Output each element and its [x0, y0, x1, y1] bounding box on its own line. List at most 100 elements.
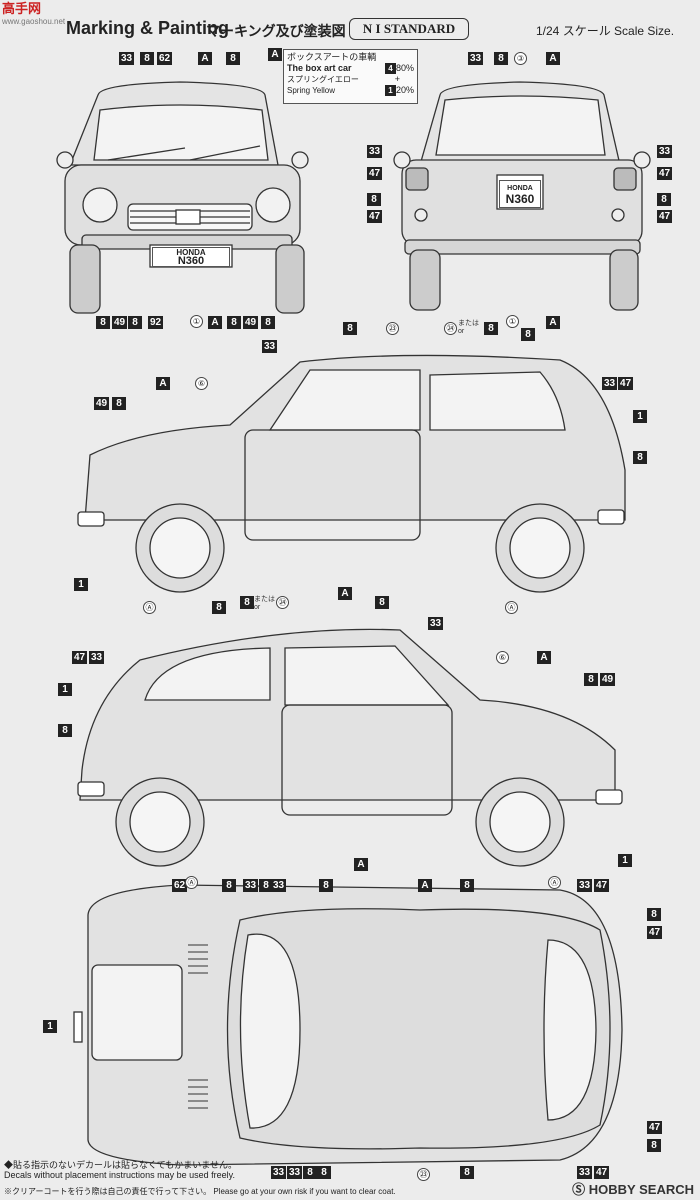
decal-tag-33: 33: [657, 145, 673, 158]
decal-tag-8: 8: [128, 316, 142, 329]
front-view: [56, 81, 309, 314]
decal-tag-8: 8: [240, 596, 254, 609]
decal-tag-8: 8: [303, 1166, 317, 1179]
site-logo: 高手网 www.gaoshou.net: [2, 2, 65, 28]
decal-tag-A: A: [268, 48, 282, 61]
decal-tag-8: 8: [317, 1166, 331, 1179]
decal-tag-33: 33: [428, 617, 444, 630]
decal-tag-33: 33: [243, 879, 259, 892]
decal-tag-8: 8: [657, 193, 671, 206]
footer-note-3: ※クリアーコートを行う際は自己の責任で行って下さい。 Please go at …: [4, 1187, 396, 1196]
marker-23-top: ㉓: [386, 322, 399, 335]
color-code-4: 4: [384, 63, 396, 74]
decal-tag-33: 33: [577, 879, 593, 892]
decal-tag-8: 8: [647, 1139, 661, 1152]
front-plate-model: N360: [177, 255, 205, 267]
color-code-1: 1: [384, 85, 396, 96]
decal-tag-A: A: [537, 651, 551, 664]
decal-tag-33: 33: [89, 651, 105, 664]
decal-tag-8: 8: [261, 316, 275, 329]
decal-tag-A: A: [338, 587, 352, 600]
marker-A-2: Ⓐ: [505, 601, 518, 614]
decal-tag-33: 33: [271, 879, 287, 892]
decal-tag-49: 49: [600, 673, 616, 686]
decal-tag-8: 8: [259, 879, 273, 892]
decal-tag-A: A: [156, 377, 170, 390]
top-view: [73, 884, 623, 1166]
decal-tag-47: 47: [72, 651, 88, 664]
box-art-title-en: The box art car: [287, 63, 352, 73]
decal-tag-8: 8: [484, 322, 498, 335]
decal-tag-8: 8: [112, 397, 126, 410]
marker-24-b: ㉔: [276, 596, 289, 609]
marker-6-left: ⑥: [195, 377, 208, 390]
marker-A-3: Ⓐ: [185, 876, 198, 889]
marker-1-rear: ①: [506, 315, 519, 328]
standard-badge: N I STANDARD: [349, 18, 469, 40]
decal-tag-1: 1: [633, 410, 647, 423]
decal-tag-8: 8: [633, 451, 647, 464]
side-view-right: [77, 628, 623, 867]
decal-tag-33: 33: [468, 52, 484, 65]
logo-text: 高手网: [2, 1, 42, 16]
decal-tag-A: A: [418, 879, 432, 892]
decal-tag-49: 49: [243, 316, 259, 329]
decal-tag-A: A: [546, 52, 560, 65]
marker-6-right: ⑥: [496, 651, 509, 664]
decal-tag-1: 1: [74, 578, 88, 591]
decal-tag-1: 1: [43, 1020, 57, 1033]
decal-tag-8: 8: [58, 724, 72, 737]
marker-A-1: Ⓐ: [143, 601, 156, 614]
decal-tag-47: 47: [618, 377, 634, 390]
decal-tag-33: 33: [271, 1166, 287, 1179]
decal-tag-33: 33: [287, 1166, 303, 1179]
decal-tag-47: 47: [594, 1166, 610, 1179]
rear-plate-make: HONDA: [507, 185, 533, 192]
decal-tag-A: A: [546, 316, 560, 329]
decal-tag-62: 62: [157, 52, 173, 65]
decal-tag-8: 8: [222, 879, 236, 892]
color2-percent: 20%: [395, 85, 414, 95]
decal-tag-47: 47: [657, 167, 673, 180]
marker-A-4: Ⓐ: [548, 876, 561, 889]
decal-tag-47: 47: [647, 926, 663, 939]
logo-subtext: www.gaoshou.net: [2, 17, 66, 26]
front-plate-make: HONDA: [176, 248, 206, 257]
marker-3-rear: ③: [514, 52, 527, 65]
decal-tag-8: 8: [460, 879, 474, 892]
marker-23-bottom: ㉓: [417, 1168, 430, 1181]
decal-tag-8: 8: [494, 52, 508, 65]
decal-tag-33: 33: [262, 340, 278, 353]
decal-tag-8: 8: [227, 316, 241, 329]
decal-tag-8: 8: [212, 601, 226, 614]
decal-tag-49: 49: [94, 397, 110, 410]
decal-tag-47: 47: [594, 879, 610, 892]
decal-tag-A: A: [354, 858, 368, 871]
decal-tag-33: 33: [119, 52, 135, 65]
decal-tag-8: 8: [460, 1166, 474, 1179]
decal-tag-33: 33: [577, 1166, 593, 1179]
front-plate: HONDA N360: [152, 247, 230, 267]
scale-label: 1/24 スケール Scale Size.: [536, 24, 675, 38]
decal-tag-A: A: [198, 52, 212, 65]
header: 高手网 www.gaoshou.net Marking & Painting マ…: [0, 0, 700, 48]
page-title-jp: マーキング及び塗装図: [206, 23, 346, 39]
decal-tag-A: A: [208, 316, 222, 329]
decal-tag-8: 8: [140, 52, 154, 65]
decal-tag-8: 8: [584, 673, 598, 686]
side-view-left: [77, 354, 626, 593]
plus-sign: +: [394, 74, 400, 84]
color1-percent: 80%: [395, 63, 414, 73]
decal-tag-8: 8: [96, 316, 110, 329]
decal-tag-8: 8: [647, 908, 661, 921]
rear-plate-model: N360: [505, 192, 535, 206]
decal-tag-1: 1: [58, 683, 72, 696]
decal-tag-62: 62: [172, 879, 188, 892]
watermark-text: HOBBY SEARCH: [588, 1182, 694, 1197]
decal-tag-47: 47: [647, 1121, 663, 1134]
decal-tag-47: 47: [367, 167, 383, 180]
decal-tag-8: 8: [375, 596, 389, 609]
